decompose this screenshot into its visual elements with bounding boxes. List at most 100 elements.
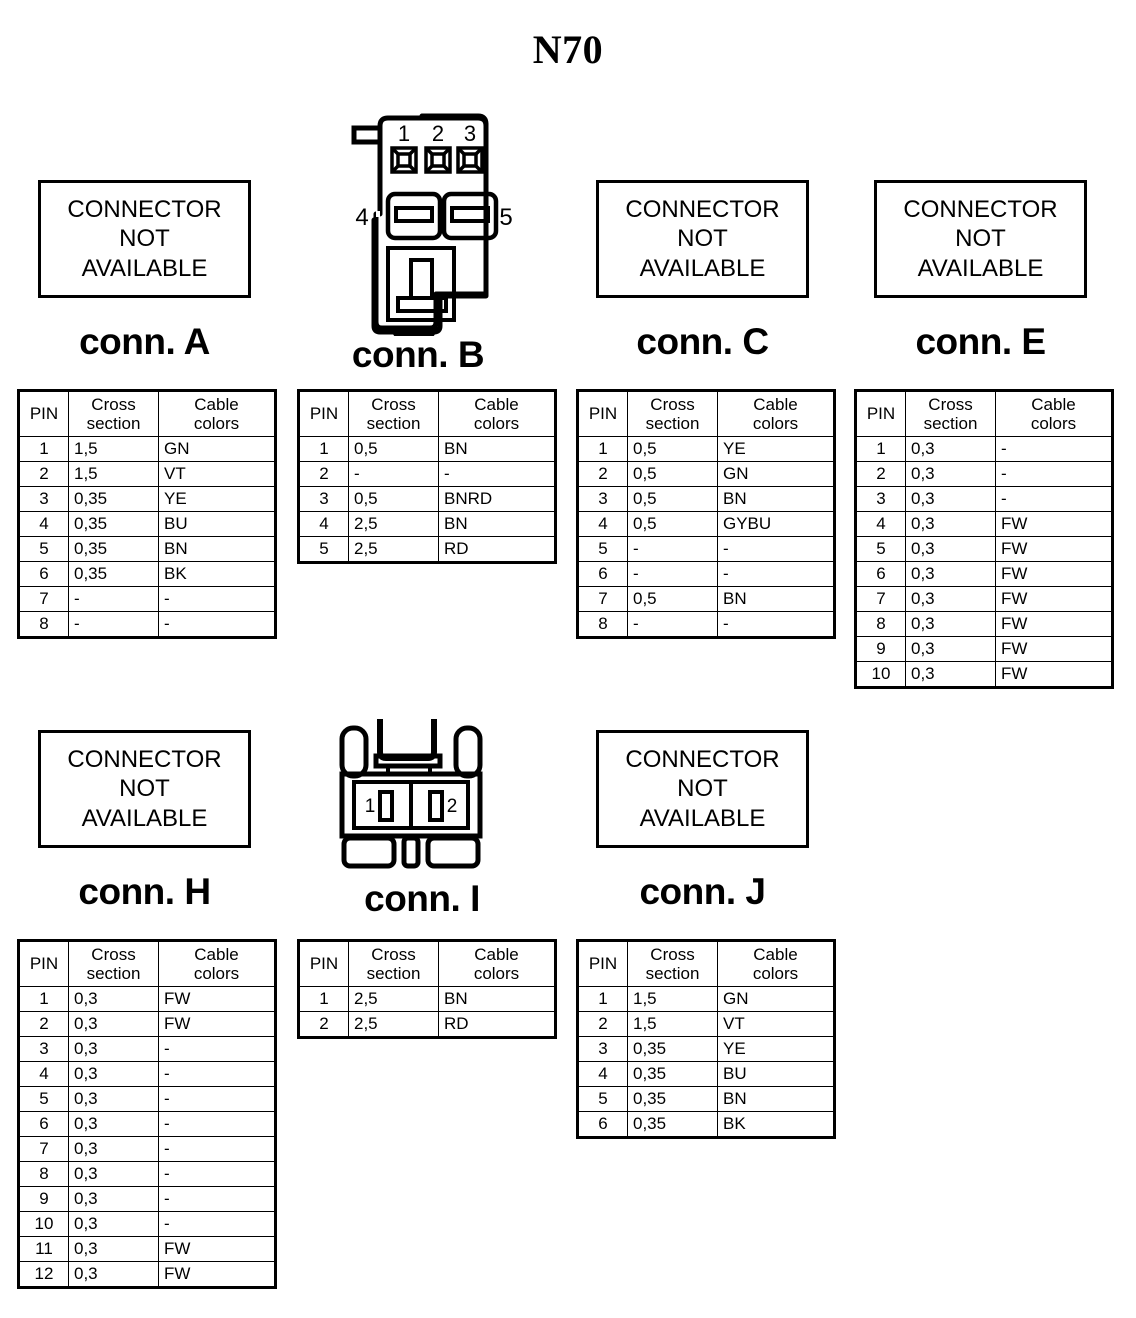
cell-cross-section: 0,5 — [348, 486, 439, 512]
table-header-row: PIN Cross section Cable colors — [577, 390, 835, 437]
na-line-3: AVAILABLE — [81, 254, 208, 282]
header-cross-line2: section — [923, 414, 978, 433]
table-row: 5-- — [577, 536, 835, 562]
cell-cable-color: FW — [995, 511, 1113, 537]
cell-pin: 1 — [18, 436, 69, 462]
connector-block-c: CONNECTOR NOT AVAILABLE conn. C — [596, 180, 809, 363]
na-line-1: CONNECTOR — [67, 746, 222, 774]
connector-i-bottom-tab-center — [401, 835, 421, 869]
cell-cross-section: 0,5 — [627, 511, 718, 537]
cell-pin: 4 — [298, 511, 349, 537]
table-header-row: PIN Cross section Cable colors — [298, 390, 556, 437]
na-line-2: NOT — [677, 225, 728, 253]
cell-cable-color: - — [158, 1036, 276, 1062]
na-line-3: AVAILABLE — [639, 254, 766, 282]
cell-cable-color: - — [717, 536, 835, 562]
cell-pin: 2 — [18, 461, 69, 487]
cell-pin: 7 — [855, 586, 906, 612]
header-cross-section: Cross section — [348, 390, 439, 437]
cell-cross-section: 0,3 — [68, 1261, 159, 1288]
cell-cross-section: 0,3 — [905, 461, 996, 487]
connector-b-left-tab — [351, 125, 383, 145]
cell-pin: 3 — [18, 486, 69, 512]
cell-cable-color: - — [158, 1211, 276, 1237]
table-row: 8-- — [577, 611, 835, 638]
cell-cable-color: BN — [438, 511, 556, 537]
cell-pin: 2 — [855, 461, 906, 487]
cell-cable-color: BN — [158, 536, 276, 562]
header-color-line2: colors — [1030, 414, 1077, 433]
cell-cross-section: 0,35 — [68, 511, 159, 537]
cell-cross-section: 0,3 — [905, 561, 996, 587]
connector-not-available-box: CONNECTOR NOT AVAILABLE — [874, 180, 1087, 298]
cell-cross-section: 1,5 — [68, 436, 159, 462]
cell-cable-color: BN — [438, 986, 556, 1012]
cell-cable-color: FW — [995, 561, 1113, 587]
na-line-1: CONNECTOR — [903, 196, 1058, 224]
cell-cable-color: FW — [158, 1261, 276, 1288]
cell-pin: 9 — [855, 636, 906, 662]
cell-pin: 6 — [18, 1111, 69, 1137]
cell-pin: 3 — [298, 486, 349, 512]
connector-b-pin-4-label: 4 — [355, 204, 368, 231]
cell-pin: 2 — [18, 1011, 69, 1037]
cell-cable-color: - — [995, 461, 1113, 487]
header-color-line1: Cable — [194, 944, 239, 964]
cell-cross-section: - — [348, 461, 439, 487]
header-cross-section: Cross section — [68, 390, 159, 437]
cell-pin: 5 — [18, 536, 69, 562]
cell-cross-section: 0,35 — [627, 1111, 718, 1138]
cell-cross-section: 0,3 — [905, 611, 996, 637]
cell-pin: 12 — [18, 1261, 69, 1288]
connector-i-bottom-tab-left — [341, 835, 397, 869]
cell-cable-color: - — [158, 1086, 276, 1112]
cell-cross-section: 1,5 — [627, 986, 718, 1012]
cell-pin: 3 — [577, 1036, 628, 1062]
na-line-3: AVAILABLE — [81, 804, 208, 832]
cell-cross-section: 0,35 — [68, 486, 159, 512]
cell-cable-color: - — [158, 1136, 276, 1162]
cell-pin: 1 — [298, 436, 349, 462]
cell-cable-color: RD — [438, 1011, 556, 1038]
cell-pin: 10 — [18, 1211, 69, 1237]
cell-pin: 1 — [577, 436, 628, 462]
na-line-3: AVAILABLE — [639, 804, 766, 832]
connector-not-available-box: CONNECTOR NOT AVAILABLE — [596, 730, 809, 848]
connector-i-drawing: 1 2 — [332, 716, 512, 876]
header-pin: PIN — [577, 390, 628, 437]
header-cable-colors: Cable colors — [158, 940, 276, 987]
cell-cross-section: 0,35 — [68, 536, 159, 562]
cell-cross-section: 2,5 — [348, 511, 439, 537]
header-color-line2: colors — [473, 964, 520, 983]
cell-pin: 6 — [577, 1111, 628, 1138]
cell-cable-color: - — [158, 611, 276, 638]
header-cross-line2: section — [645, 964, 700, 983]
header-color-line1: Cable — [474, 944, 519, 964]
connector-b-pin-2-label: 2 — [432, 121, 444, 146]
cell-cross-section: - — [627, 536, 718, 562]
cell-pin: 4 — [855, 511, 906, 537]
cell-cross-section: - — [627, 611, 718, 638]
cell-cross-section: 2,5 — [348, 536, 439, 563]
cell-cross-section: 0,3 — [68, 1236, 159, 1262]
table-header-row: PIN Cross section Cable colors — [298, 940, 556, 987]
header-pin: PIN — [577, 940, 628, 987]
connector-b-pin-squares — [390, 146, 484, 174]
header-cross-line1: Cross — [928, 394, 973, 414]
